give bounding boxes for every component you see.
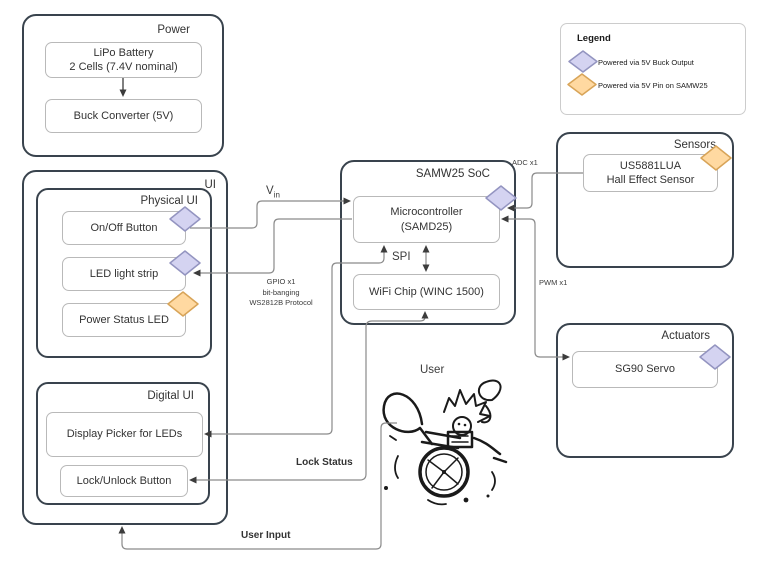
legend-item-pin-label: Powered via 5V Pin on SAMW25 bbox=[598, 81, 708, 90]
wifi-chip-node: WiFi Chip (WINC 1500) bbox=[353, 274, 500, 310]
user-sketch bbox=[382, 379, 508, 506]
sg90-servo-node: SG90 Servo bbox=[572, 351, 718, 388]
buck-converter-node: Buck Converter (5V) bbox=[45, 99, 202, 133]
lock-unlock-button-node: Lock/Unlock Button bbox=[60, 465, 188, 497]
display-picker-node: Display Picker for LEDs bbox=[46, 412, 203, 457]
user-input-label: User Input bbox=[241, 530, 291, 541]
led-strip-node: LED light strip bbox=[62, 257, 186, 291]
legend-panel: Legend Powered via 5V Buck Output Powere… bbox=[560, 23, 746, 115]
onoff-button-node: On/Off Button bbox=[62, 211, 186, 245]
legend-purple-diamond bbox=[568, 50, 598, 73]
physical-ui-title: Physical UI bbox=[140, 195, 198, 207]
lock-status-wire bbox=[195, 316, 426, 481]
pwm-label: PWM x1 bbox=[539, 278, 568, 287]
power-led-power-diamond bbox=[167, 291, 199, 317]
actuators-container: Actuators bbox=[556, 323, 734, 458]
legend-title: Legend bbox=[577, 33, 611, 44]
onoff-power-diamond bbox=[169, 206, 201, 232]
actuators-title: Actuators bbox=[661, 330, 710, 342]
ui-title: UI bbox=[204, 179, 217, 191]
led-strip-power-diamond bbox=[169, 250, 201, 276]
sensors-title: Sensors bbox=[673, 139, 716, 151]
gpio-label: GPIO x1 bit-banging WS2812B Protocol bbox=[249, 277, 313, 307]
servo-power-diamond bbox=[699, 344, 731, 370]
microcontroller-node: Microcontroller (SAMD25) bbox=[353, 196, 500, 243]
power-title: Power bbox=[157, 24, 190, 36]
vin-label: Vin bbox=[266, 185, 280, 200]
hall-power-diamond bbox=[700, 145, 732, 171]
hall-sensor-node: US5881LUA Hall Effect Sensor bbox=[583, 154, 718, 192]
power-container: Power bbox=[22, 14, 224, 157]
user-label: User bbox=[420, 364, 445, 376]
legend-orange-diamond bbox=[567, 73, 597, 96]
digital-ui-title: Digital UI bbox=[147, 390, 194, 402]
legend-item-buck-label: Powered via 5V Buck Output bbox=[598, 58, 694, 67]
spi-label: SPI bbox=[392, 251, 411, 263]
lipo-battery-node: LiPo Battery 2 Cells (7.4V nominal) bbox=[45, 42, 202, 78]
micro-power-diamond bbox=[485, 185, 517, 211]
samw25-title: SAMW25 SoC bbox=[415, 168, 490, 180]
power-status-led-node: Power Status LED bbox=[62, 303, 186, 337]
pwm-wire bbox=[508, 218, 563, 358]
adc-label: ADC x1 bbox=[512, 158, 538, 167]
lock-status-label: Lock Status bbox=[296, 457, 353, 468]
